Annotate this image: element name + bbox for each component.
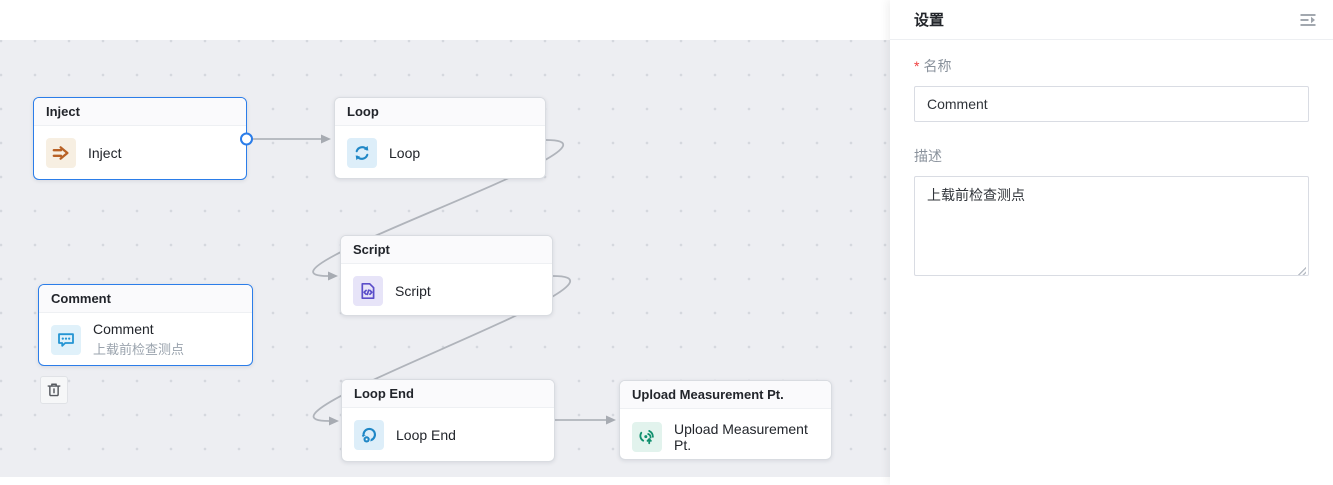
node-upload-measurement-pt[interactable]: Upload Measurement Pt. Upload M bbox=[619, 380, 832, 460]
node-loop[interactable]: Loop Loop bbox=[334, 97, 546, 179]
node-header: Loop bbox=[335, 98, 545, 126]
node-label: Loop bbox=[389, 145, 421, 161]
node-header: Script bbox=[341, 236, 552, 264]
script-code-icon bbox=[353, 276, 383, 306]
resize-handle[interactable] bbox=[1296, 265, 1306, 275]
menu-unfold-icon[interactable] bbox=[1299, 11, 1317, 29]
output-port[interactable] bbox=[240, 132, 253, 145]
comment-bubble-icon bbox=[51, 324, 81, 355]
description-textarea[interactable]: 上载前检查测点 bbox=[914, 176, 1309, 276]
node-label: Comment bbox=[93, 321, 154, 337]
node-header: Loop End bbox=[342, 380, 554, 408]
node-label: Inject bbox=[88, 145, 122, 161]
required-asterisk: * bbox=[914, 58, 920, 74]
node-label: Upload Measurement Pt. bbox=[674, 421, 808, 453]
settings-panel-body: *名称 描述 上载前检查测点 bbox=[890, 40, 1333, 281]
node-header: Comment bbox=[39, 285, 252, 313]
node-inject[interactable]: Inject Inject bbox=[33, 97, 253, 180]
settings-panel: 设置 *名称 描述 bbox=[890, 0, 1333, 485]
node-comment[interactable]: Comment Comment 上载前检查测点 bbox=[38, 284, 253, 366]
upload-signal-icon bbox=[632, 422, 662, 452]
node-label: Script bbox=[395, 283, 431, 299]
name-input[interactable] bbox=[914, 86, 1309, 122]
node-loop-end[interactable]: Loop End Loop End bbox=[341, 379, 555, 462]
loop-sync-icon bbox=[347, 138, 377, 168]
delete-node-button[interactable] bbox=[40, 376, 68, 404]
panel-title: 设置 bbox=[914, 12, 945, 29]
inject-arrow-icon bbox=[46, 138, 76, 168]
node-header: Inject bbox=[34, 98, 246, 126]
flow-canvas[interactable]: Inject Inject Loop bbox=[0, 0, 890, 485]
loop-end-icon bbox=[354, 420, 384, 450]
node-script[interactable]: Script Script bbox=[340, 235, 553, 316]
description-field-label: 描述 bbox=[914, 148, 942, 164]
node-description: 上载前检查测点 bbox=[93, 342, 185, 357]
node-label: Loop End bbox=[396, 427, 456, 443]
trash-icon bbox=[45, 381, 63, 399]
node-header: Upload Measurement Pt. bbox=[620, 381, 831, 409]
settings-panel-header: 设置 bbox=[890, 0, 1333, 40]
name-field-label: *名称 bbox=[914, 58, 952, 74]
